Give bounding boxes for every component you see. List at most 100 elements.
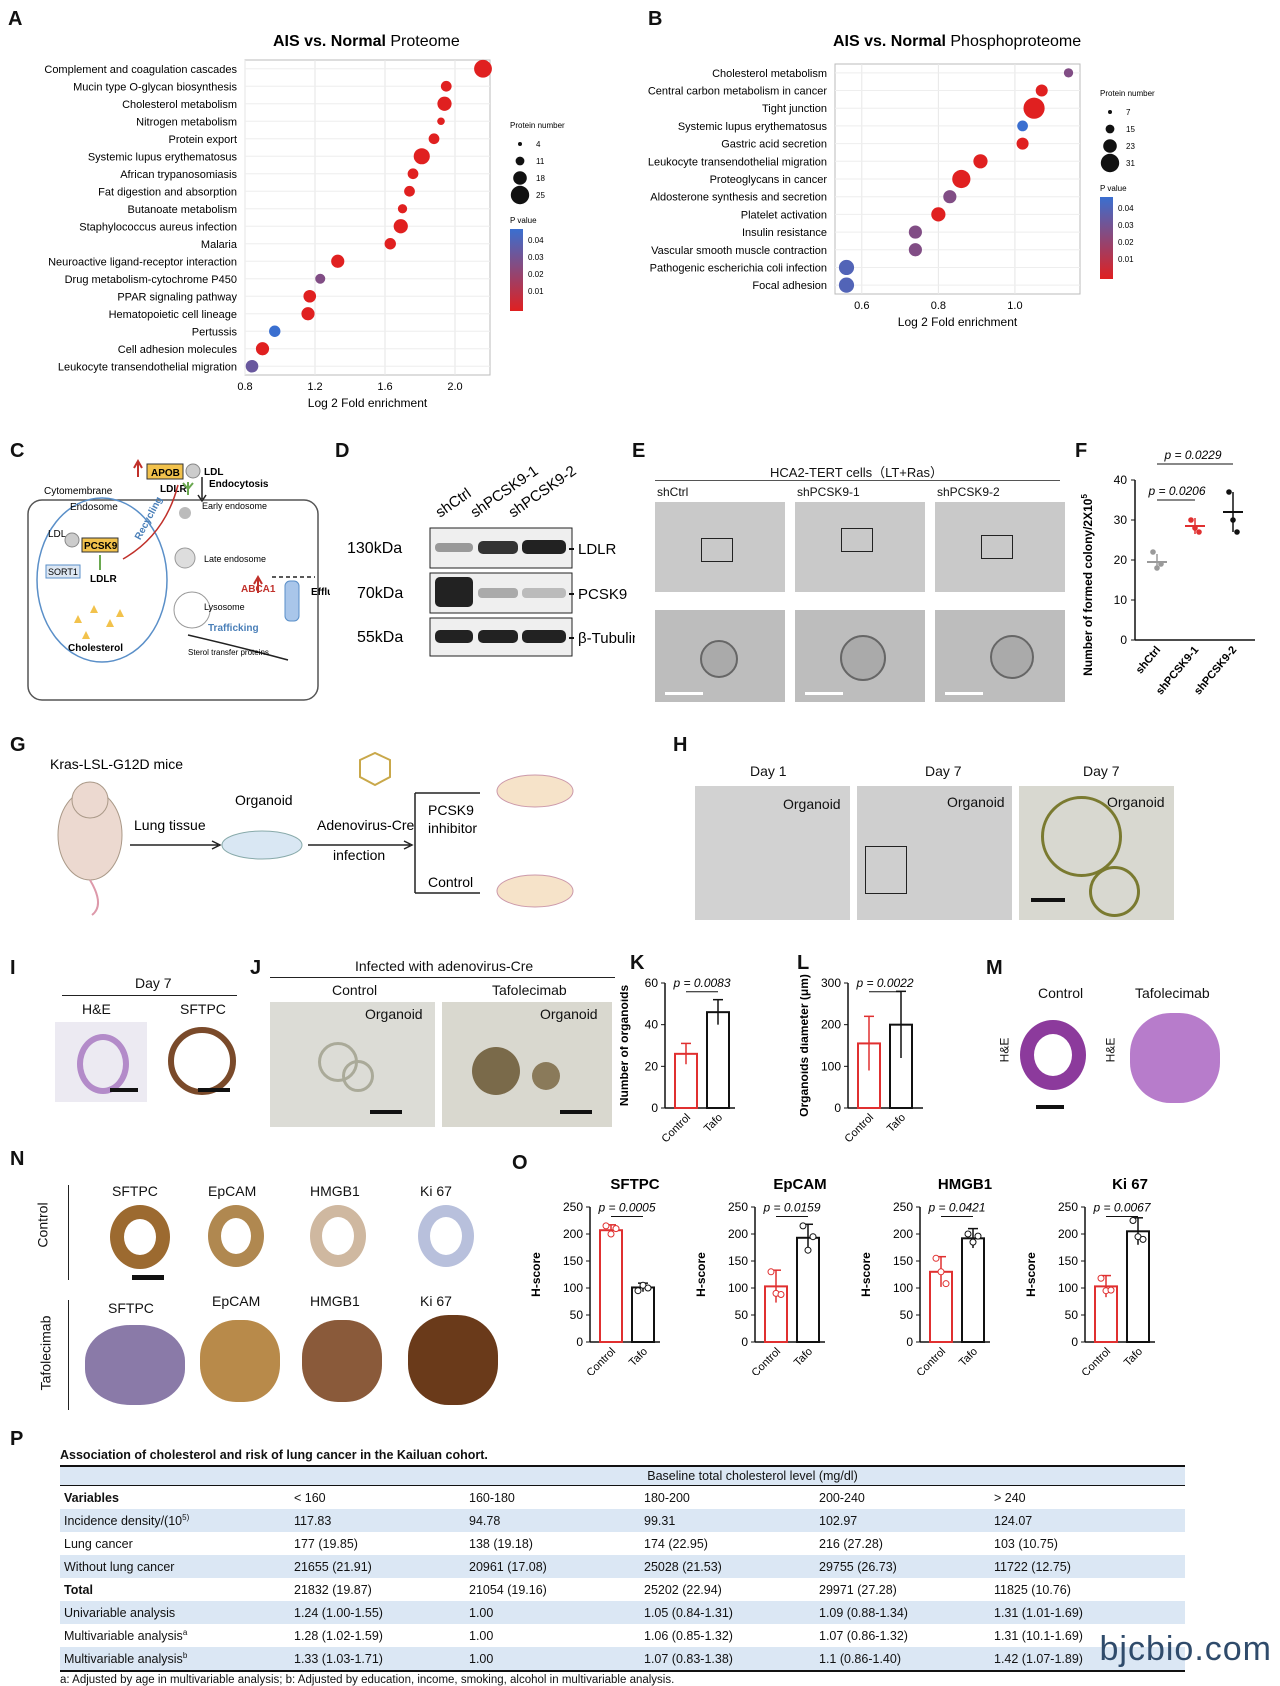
he-stain-comparison: Control Tafolecimab H&E H&E: [997, 985, 1220, 1115]
svg-text:Lysosome: Lysosome: [204, 602, 245, 612]
dish-icon: [496, 774, 574, 808]
data-point: [607, 1230, 615, 1238]
size-legend-title: Protein number: [1100, 89, 1155, 98]
svg-text:LDL: LDL: [48, 529, 67, 540]
y-tick-label: 0: [576, 1335, 583, 1349]
ihc-image: [310, 1205, 366, 1267]
scale-bar: [370, 1110, 402, 1114]
data-point: [1226, 489, 1232, 495]
p-value-label: p = 0.0022: [855, 976, 913, 990]
y-tick-label: 40: [1114, 473, 1128, 487]
table-cell: 21054 (19.16): [469, 1582, 547, 1597]
y-tick-label: 20: [645, 1059, 659, 1073]
term-label: Platelet activation: [741, 209, 827, 221]
svg-text:Late endosome: Late endosome: [204, 554, 266, 564]
term-label: Tight junction: [762, 103, 827, 115]
span-header: Baseline total cholesterol level (mg/dl): [60, 1465, 1185, 1486]
chart-title: AIS vs. Normal Proteome: [273, 33, 460, 50]
title-rule: [655, 480, 1060, 481]
x-axis-label: Log 2 Fold enrichment: [308, 396, 428, 410]
p-value-label: p = 0.0159: [762, 1200, 820, 1214]
control-he-organoid: [1020, 1020, 1086, 1090]
data-point: [932, 1254, 940, 1262]
bubble-point: [413, 148, 430, 165]
label-day7-zoom: Day 7: [1083, 763, 1120, 779]
term-label: Aldosterone synthesis and secretion: [650, 192, 827, 204]
table-cell: 29755 (26.73): [819, 1559, 897, 1574]
x-tick-label: 0.6: [854, 300, 869, 312]
header-cell: < 160: [294, 1490, 326, 1505]
color-legend-label: 0.03: [1118, 221, 1134, 230]
bubble-point: [838, 259, 855, 276]
y-axis-label: Number of formed colony/2X105: [1080, 494, 1095, 676]
p-value-label: p = 0.0005: [597, 1200, 655, 1214]
panel-letter-o: O: [512, 1152, 528, 1174]
bubble-point: [908, 243, 922, 257]
data-point: [634, 1287, 642, 1295]
table-cell: 1.31 (1.01-1.69): [994, 1605, 1083, 1620]
table-cell: 1.06 (0.85-1.32): [644, 1628, 733, 1643]
term-label: Systemic lupus erythematosus: [678, 121, 828, 133]
cytomembrane-label: Cytomembrane: [44, 486, 113, 497]
bubble-point: [1023, 97, 1045, 119]
bubble-point: [404, 185, 415, 197]
panel-letter-f: F: [1075, 440, 1088, 462]
svg-text:55kDa: 55kDa: [357, 629, 403, 646]
x-tick-label: 1.0: [1007, 300, 1022, 312]
data-point: [612, 1225, 620, 1233]
svg-text:PCSK9: PCSK9: [578, 586, 627, 603]
endosome-outline: [36, 497, 168, 663]
he-image: [55, 1022, 147, 1102]
data-point: [804, 1246, 812, 1254]
band: [522, 540, 566, 554]
x-tick-label: Tafo: [1122, 1346, 1145, 1369]
x-tick-label: Control: [1080, 1346, 1114, 1375]
scale-bar: [132, 1275, 164, 1280]
cholesterol-icon: [74, 615, 82, 623]
scale-bar: [198, 1088, 230, 1092]
x-tick-label: Tafo: [627, 1346, 650, 1369]
kailuan-cohort-table: Association of cholesterol and risk of l…: [60, 1448, 1185, 1686]
bubble-point: [1063, 68, 1074, 78]
panel-letter-k: K: [630, 952, 645, 974]
y-tick-label: 50: [570, 1308, 584, 1322]
size-legend-dot: [515, 156, 525, 166]
term-label: African trypanosomiasis: [120, 169, 237, 181]
table-cell: 99.31: [644, 1513, 676, 1528]
panel-j-title: Infected with adenovirus-Cre: [355, 958, 534, 974]
data-point: [1139, 1235, 1147, 1243]
size-legend-dot: [1108, 110, 1112, 114]
svg-text:Efflux: Efflux: [311, 587, 330, 598]
header-cell: Variables: [64, 1490, 119, 1505]
y-tick-label: 0: [1071, 1335, 1078, 1349]
data-point: [1129, 1217, 1137, 1224]
table-cell: 1.00: [469, 1628, 494, 1643]
bubble-point: [437, 96, 452, 111]
organoid-image-day7: Organoid: [857, 786, 1012, 920]
sftpc-image: [160, 1022, 245, 1102]
term-label: Mucin type O-glycan biosynthesis: [73, 81, 237, 93]
x-tick-label: Tafo: [702, 1112, 725, 1135]
p-value-label: p = 0.0067: [1092, 1200, 1151, 1214]
scale-bar: [665, 692, 703, 695]
y-tick-label: 100: [1058, 1281, 1078, 1295]
panel-letter-b: B: [648, 8, 663, 30]
svg-text:130kDa: 130kDa: [347, 540, 402, 557]
table-cell: 177 (19.85): [294, 1536, 358, 1551]
table-footnote: a: Adjusted by age in multivariable anal…: [60, 1670, 1185, 1686]
svg-text:Endocytosis: Endocytosis: [209, 479, 269, 490]
size-legend-label: 7: [1126, 108, 1131, 117]
scale-bar: [1036, 1105, 1064, 1109]
zoom-box: [841, 528, 873, 552]
term-label: Leukocyte transendothelial migration: [58, 361, 237, 373]
colony-image-high-mag: [795, 610, 925, 702]
pcsk9-box: [81, 537, 119, 553]
ihc-image: [85, 1325, 185, 1405]
footnote-marker: 5): [182, 1512, 190, 1522]
color-scale-bar: [510, 229, 523, 311]
